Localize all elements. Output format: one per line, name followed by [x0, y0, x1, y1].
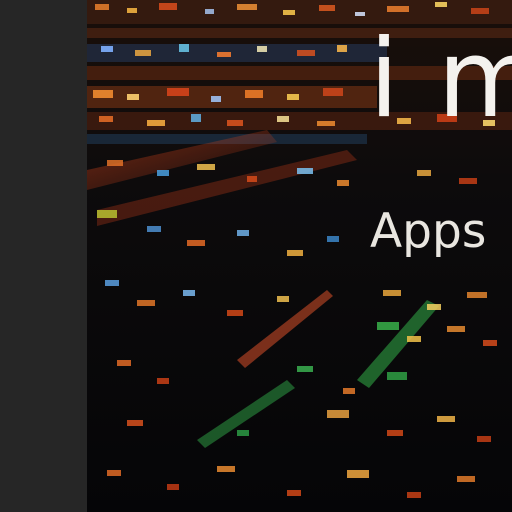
- hero-title: i m: [369, 17, 512, 142]
- night-city-image: [87, 0, 512, 512]
- side-panel: [0, 0, 87, 512]
- hero-subtitle: Apps: [370, 204, 487, 259]
- hero-banner: i m Apps: [87, 0, 512, 512]
